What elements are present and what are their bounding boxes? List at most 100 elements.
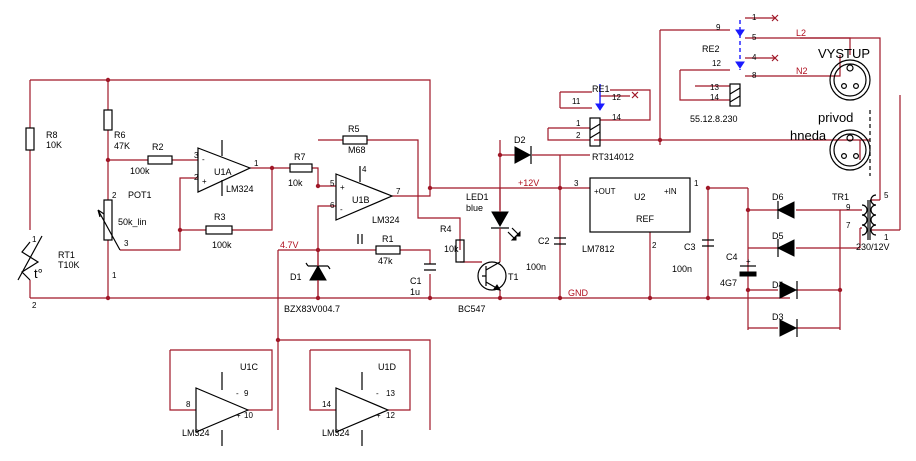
led1-ref: LED1 [466,192,489,202]
resistor-r5: R5 M68 [342,124,368,155]
r8-ref: R8 [46,130,58,140]
svg-text:-: - [202,155,205,164]
thermistor-symbol: t° [34,266,43,281]
svg-text:3: 3 [194,151,199,160]
r4-ref: R4 [440,224,452,234]
c1-ref: C1 [410,276,422,286]
d5-ref: D5 [772,231,784,241]
svg-text:1: 1 [752,13,757,22]
svg-text:3: 3 [574,179,579,188]
zener-d1: D1 BZX83V004.7 [284,250,340,314]
r1-ref: R1 [382,234,394,244]
r3-ref: R3 [214,212,226,222]
svg-text:+: + [236,411,241,420]
transformer-tr1: TR1 230/12V 9 7 5 1 [832,191,890,252]
svg-text:13: 13 [386,389,395,398]
d1-value: BZX83V004.7 [284,304,340,314]
transistor-t1: T1 BC547 [458,261,519,314]
svg-text:1: 1 [112,271,117,280]
opamp-u1b: + - 5 6 7 4 U1B LM324 [330,165,401,244]
r1-value: 47k [378,256,393,266]
svg-text:9: 9 [244,389,249,398]
r6-value: 47K [114,141,130,151]
u1b-value: LM324 [372,215,400,225]
opamp-u1d: - + 14 13 12 U1D LM324 [322,362,397,446]
diode-d5: D5 [772,231,795,257]
led1-value: blue [466,203,483,213]
tr1-ref: TR1 [832,192,849,202]
pot1-ref: POT1 [128,190,152,200]
resistor-r6: R6 47K [103,109,130,151]
rt1-value: T10K [58,260,80,270]
svg-text:12: 12 [712,59,721,68]
net-n2: N2 [796,66,808,76]
svg-text:2: 2 [194,173,199,182]
r8-value: 10K [46,140,62,150]
u2-pin-out: +OUT [594,187,616,196]
svg-text:+: + [340,183,345,192]
svg-text:+: + [376,411,381,420]
relay-re2: RE2 55.12.8.230 9 1 5 12 4 8 13 14 [690,13,779,124]
opamp-u1a: - + 3 2 1 U1A LM324 [194,140,259,196]
svg-text:-: - [340,205,343,214]
capacitor-c1: C1 1u [410,263,436,297]
svg-text:5: 5 [752,33,757,42]
u1b-ref: U1B [352,195,370,205]
svg-text:4: 4 [362,165,367,174]
u2-ref: U2 [634,192,646,202]
net-gnd: GND [568,288,589,298]
output-label: VYSTUP [818,46,870,61]
svg-text:1: 1 [884,233,889,242]
u1d-ref: U1D [378,362,397,372]
svg-text:9: 9 [716,23,721,32]
svg-text:1: 1 [694,179,699,188]
brown-label: hneda [790,128,827,143]
svg-text:14: 14 [322,400,331,409]
resistor-r2: R2 100k [130,142,173,176]
r5-ref: R5 [348,124,360,134]
svg-text:+: + [746,257,751,266]
d1-ref: D1 [290,272,302,282]
net-l2: L2 [796,28,806,38]
svg-text:2: 2 [576,131,581,140]
r2-ref: R2 [152,142,164,152]
outlet-input: privod hneda [790,110,871,171]
thermistor-rt1: 1 2 RT1 T10K t° [17,235,80,310]
svg-text:12: 12 [612,93,621,102]
svg-text:9: 9 [846,203,851,212]
re2-value: 55.12.8.230 [690,114,738,124]
capacitor-c4: + C4 4G7 [720,252,757,288]
d3-ref: D3 [772,312,784,322]
r3-value: 100k [212,240,232,250]
svg-text:8: 8 [186,400,191,409]
svg-text:14: 14 [710,93,719,102]
u1c-ref: U1C [240,362,259,372]
re1-value: RT314012 [592,152,634,162]
diode-d2: D2 [514,135,532,164]
svg-text:11: 11 [572,97,581,106]
diode-d4: D4 [772,280,798,299]
u2-value: LM7812 [582,244,615,254]
d2-ref: D2 [514,135,526,145]
u1d-value: LM324 [322,428,350,438]
u1a-value: LM324 [226,184,254,194]
svg-text:13: 13 [710,83,719,92]
svg-text:1: 1 [32,235,37,244]
re1-ref: RE1 [592,84,610,94]
potentiometer-pot1: POT1 50k_lin 2 3 1 [97,190,152,280]
relay-re1: RE1 RT314012 11 12 14 1 2 [572,84,639,162]
svg-text:2: 2 [112,191,117,200]
resistor-r1: R1 47k [375,234,401,266]
r7-ref: R7 [294,152,306,162]
svg-text:14: 14 [612,113,621,122]
net-12v: +12V [518,178,539,188]
svg-text:6: 6 [330,201,335,210]
svg-text:5: 5 [330,179,335,188]
c2-ref: C2 [538,236,550,246]
svg-text:2: 2 [652,241,657,250]
u1c-value: LM324 [182,428,210,438]
opamp-u1c: - + 8 9 10 U1C LM324 [182,362,259,446]
r2-value: 100k [130,166,150,176]
svg-text:7: 7 [396,187,401,196]
